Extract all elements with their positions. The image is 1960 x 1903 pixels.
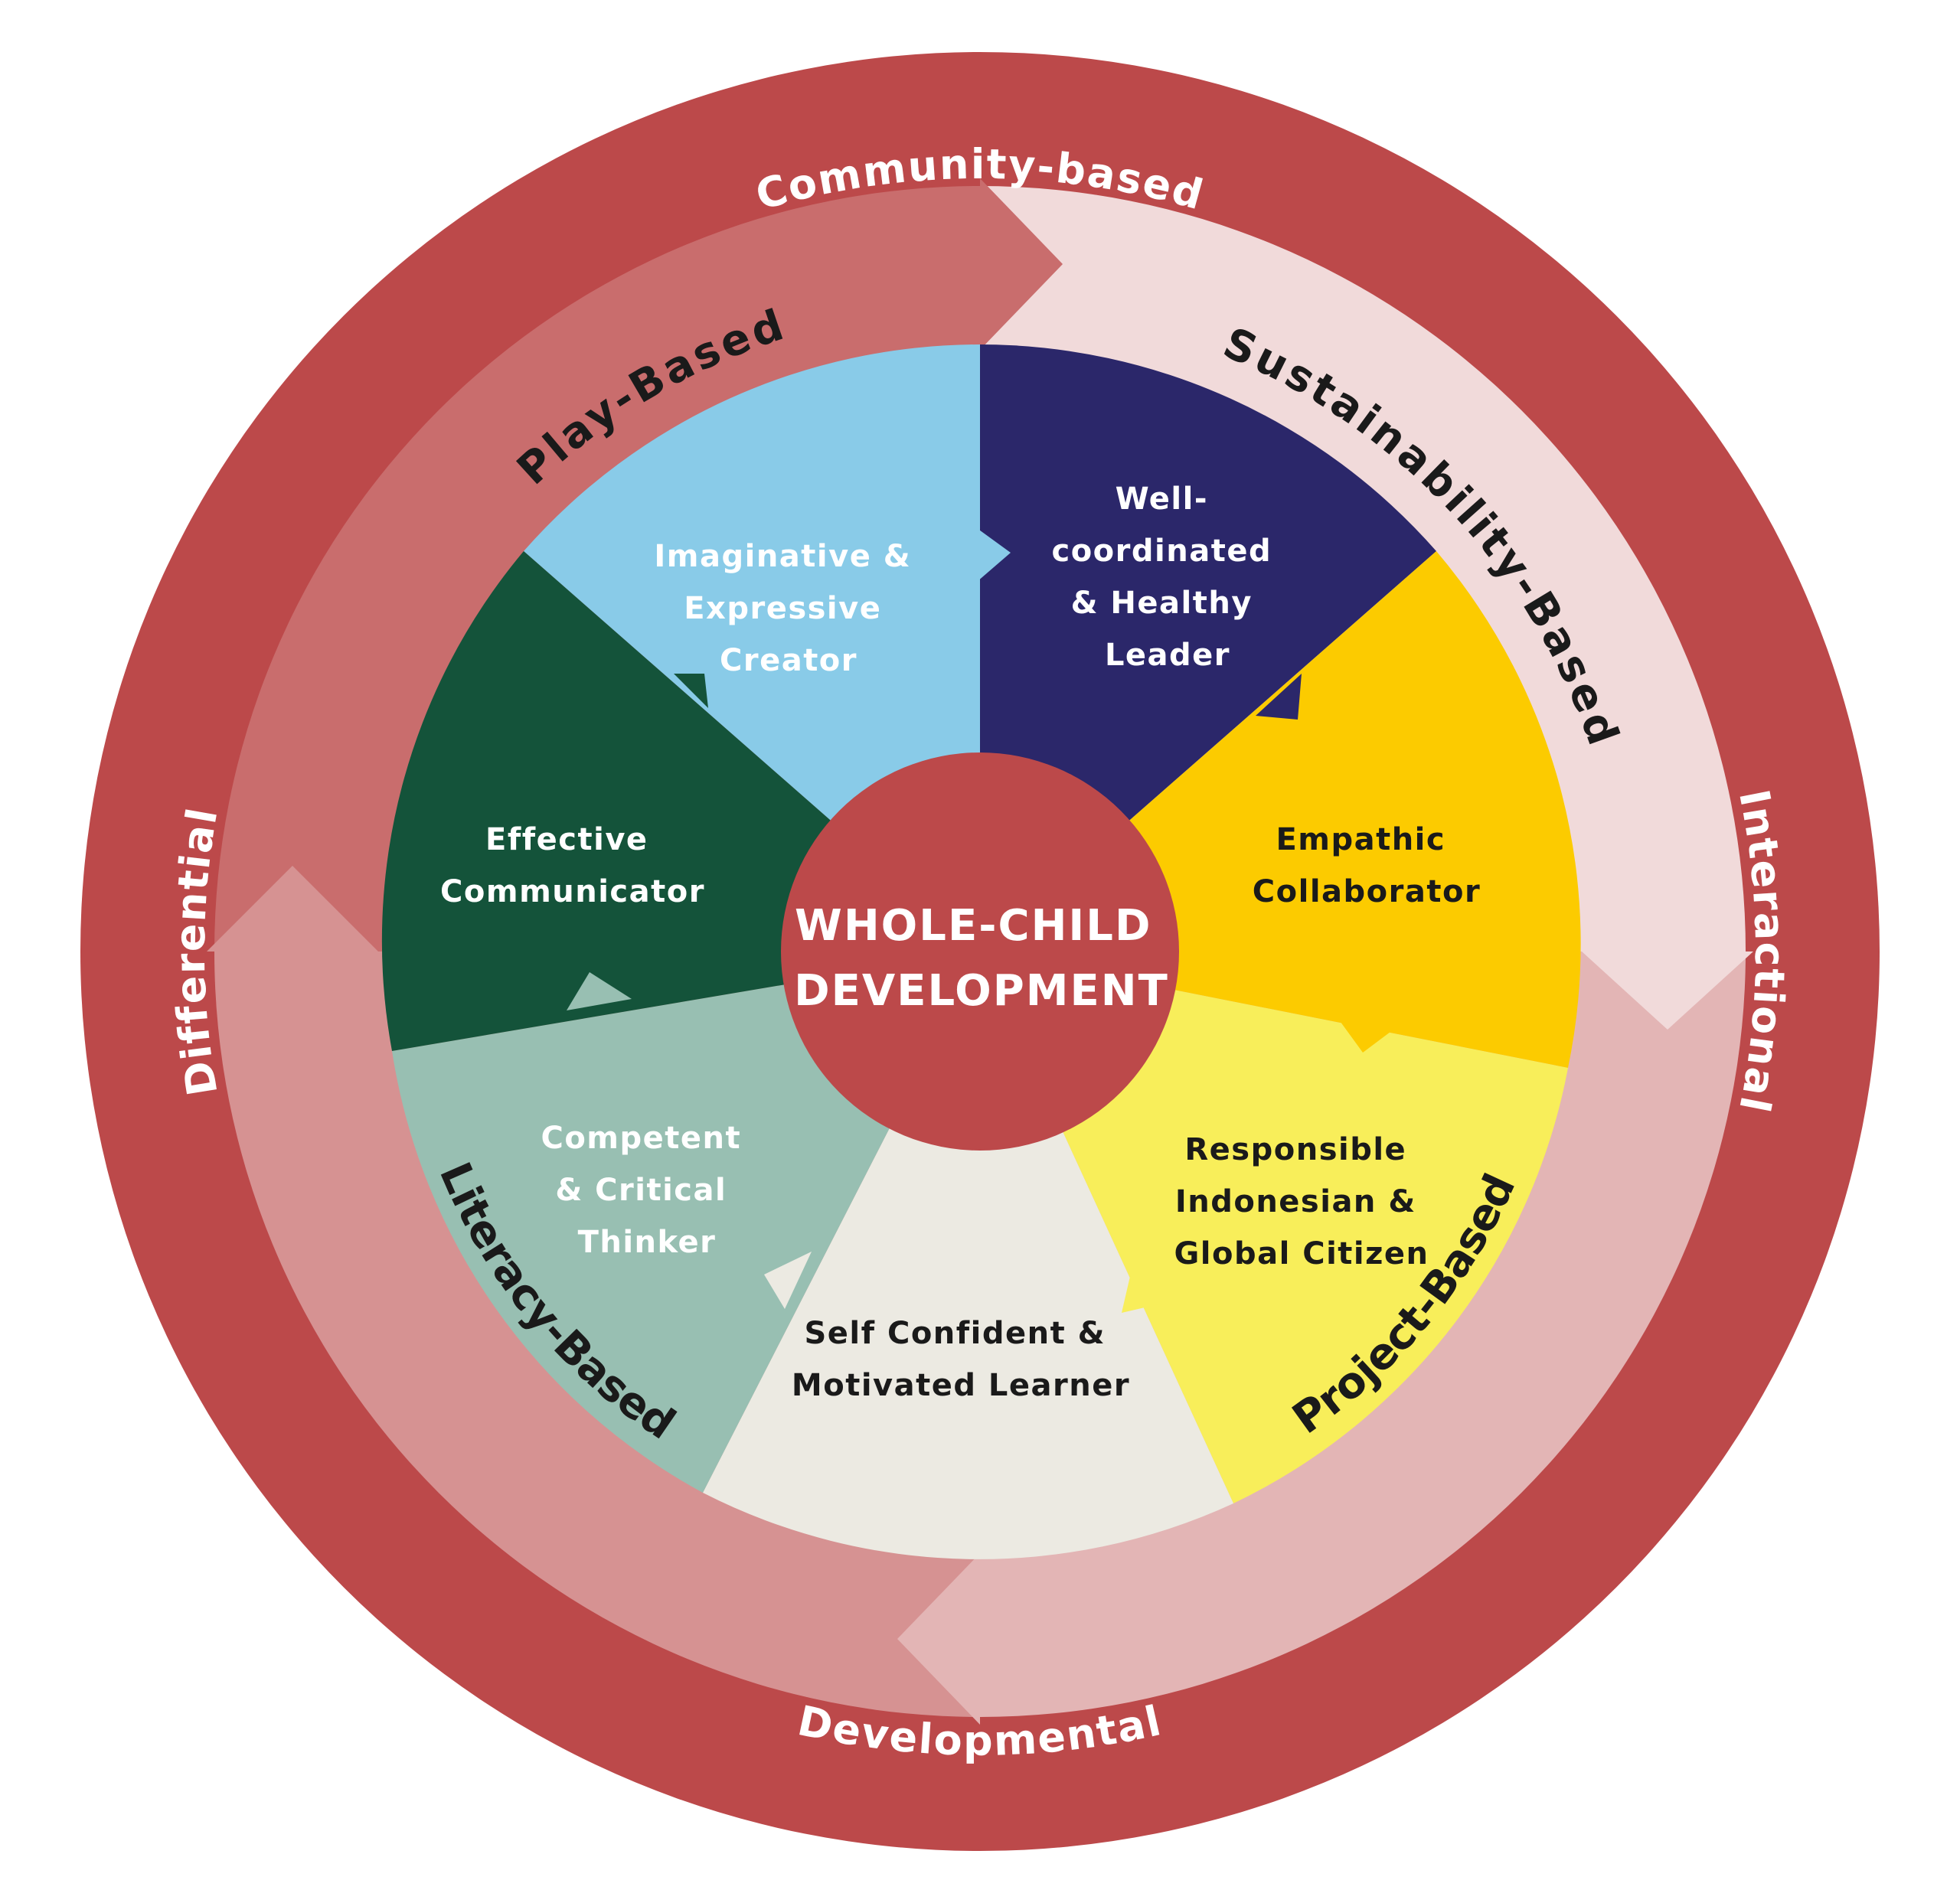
notch-empathic bbox=[1332, 1010, 1393, 1053]
segment-label-leader: Well- coordinated & Healthy Leader bbox=[1051, 481, 1283, 673]
notch-responsible bbox=[1122, 1263, 1171, 1313]
segment-label-learner: Self Confident & Motivated Learner bbox=[792, 1316, 1130, 1403]
arrow-head-literacy bbox=[207, 866, 378, 952]
arrow-head-play bbox=[980, 178, 1063, 350]
segment-label-thinker: Competent & Critical Thinker bbox=[541, 1121, 753, 1260]
core-label: WHOLE-CHILD DEVELOPMENT bbox=[794, 901, 1169, 1016]
arrow-head-project bbox=[897, 1553, 980, 1725]
segment-label-communicator: Effective Communicator bbox=[440, 822, 705, 909]
notch-communicator bbox=[674, 674, 708, 708]
core-circle bbox=[781, 752, 1179, 1151]
segment-motivated-learner bbox=[703, 952, 1233, 1559]
notch-leader bbox=[1256, 674, 1302, 720]
notch-thinker bbox=[567, 972, 632, 1010]
segment-critical-thinker bbox=[392, 952, 980, 1493]
segment-label-imaginative: Imaginative & Expressive Creator bbox=[654, 539, 923, 678]
segment-label-responsible: Responsible Indonesian & Global Citizen bbox=[1174, 1132, 1429, 1271]
arrow-head-sustainability bbox=[1582, 952, 1753, 1030]
segment-responsible-citizen bbox=[980, 952, 1568, 1503]
notch-learner bbox=[764, 1252, 812, 1309]
notch-imaginative bbox=[977, 528, 1011, 582]
segment-label-empathic: Empathic Collaborator bbox=[1253, 822, 1481, 909]
